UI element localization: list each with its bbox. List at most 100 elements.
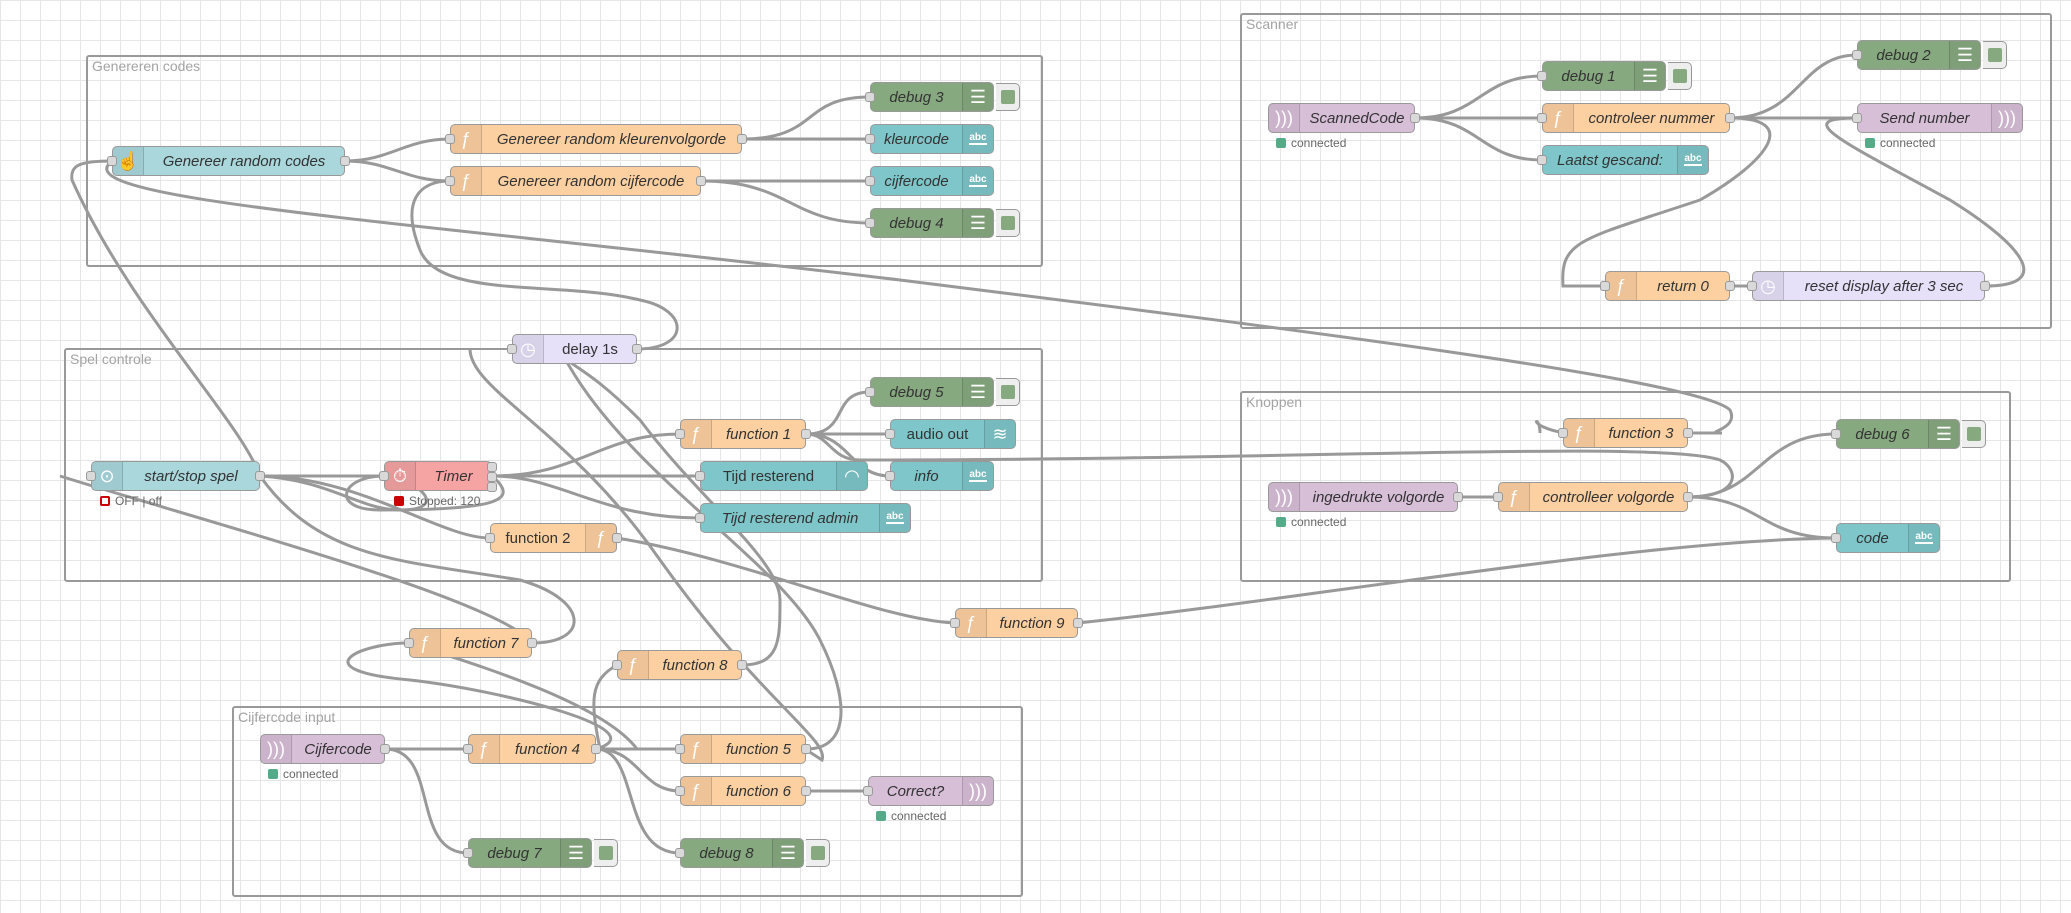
debug-toggle-button[interactable] [996,378,1020,406]
output-port[interactable] [737,660,747,670]
input-port[interactable] [404,638,414,648]
debug-toggle-button[interactable] [594,839,618,867]
input-port[interactable] [675,744,685,754]
input-port[interactable] [107,156,117,166]
debug-toggle-button[interactable] [996,83,1020,111]
ui-text-cijfercode[interactable]: cijfercode abc [865,166,994,196]
function-controlleer-volgorde[interactable]: ƒ controlleer volgorde [1493,482,1693,512]
input-port[interactable] [612,660,622,670]
input-port[interactable] [1537,71,1547,81]
input-port[interactable] [1831,533,1841,543]
input-port[interactable] [485,533,495,543]
output-port[interactable] [801,786,811,796]
function-1[interactable]: ƒ function 1 [675,419,811,449]
input-port[interactable] [675,429,685,439]
output-port[interactable] [1453,492,1463,502]
input-port[interactable] [865,218,875,228]
function-3[interactable]: ƒ function 3 [1558,418,1693,448]
output-port[interactable] [1725,113,1735,123]
ui-text-laatst-gescand[interactable]: Laatst gescand: abc [1537,145,1709,175]
group-cijfercode-input[interactable]: Cijfercode input [232,706,1023,897]
delay-1s[interactable]: ◷ delay 1s [507,334,642,364]
input-port[interactable] [379,471,389,481]
output-port[interactable] [737,134,747,144]
debug-toggle-button[interactable] [806,839,830,867]
debug-3[interactable]: debug 3 ☰ [865,82,1020,112]
input-port[interactable] [1831,429,1841,439]
mqtt-in-scannedcode[interactable]: ))) ScannedCode [1268,103,1420,133]
debug-toggle-button[interactable] [1983,41,2007,69]
output-port[interactable] [1410,113,1420,123]
ui-audio-out[interactable]: audio out ≋ [885,419,1016,449]
output-port[interactable] [487,482,497,492]
ui-text-tijd-resterend-admin[interactable]: Tijd resterend admin abc [695,503,911,533]
ui-text-info[interactable]: info abc [885,461,994,491]
function-5[interactable]: ƒ function 5 [675,734,811,764]
input-port[interactable] [1537,113,1547,123]
input-port[interactable] [865,387,875,397]
input-port[interactable] [507,344,517,354]
debug-8[interactable]: debug 8 ☰ [675,838,830,868]
input-port[interactable] [695,513,705,523]
input-port[interactable] [885,471,895,481]
function-7[interactable]: ƒ function 7 [404,628,537,658]
output-port[interactable] [1073,618,1083,628]
output-port[interactable] [1980,281,1990,291]
input-port[interactable] [865,176,875,186]
output-port[interactable] [591,744,601,754]
inject-genereer-random-codes[interactable]: ☝ Genereer random codes [107,146,350,176]
input-port[interactable] [675,786,685,796]
input-port[interactable] [675,848,685,858]
output-port[interactable] [612,533,622,543]
input-port[interactable] [463,744,473,754]
output-port[interactable] [801,744,811,754]
ui-gauge-tijd-resterend[interactable]: Tijd resterend ◠ [695,461,868,491]
delay-reset-display[interactable]: ◷ reset display after 3 sec [1747,271,1990,301]
debug-toggle-button[interactable] [1668,62,1692,90]
function-genereer-random-kleurenvolgorde[interactable]: ƒ Genereer random kleurenvolgorde [445,124,747,154]
input-port[interactable] [86,471,96,481]
output-port[interactable] [1683,428,1693,438]
input-port[interactable] [463,848,473,858]
input-port[interactable] [445,134,455,144]
function-8[interactable]: ƒ function 8 [612,650,747,680]
output-port[interactable] [1683,492,1693,502]
group-knoppen[interactable]: Knoppen [1240,391,2011,582]
output-port[interactable] [255,471,265,481]
ui-text-code[interactable]: code abc [1831,523,1940,553]
debug-toggle-button[interactable] [996,209,1020,237]
debug-toggle-button[interactable] [1962,420,1986,448]
debug-1[interactable]: debug 1 ☰ [1537,61,1692,91]
output-port[interactable] [801,429,811,439]
timer-node[interactable]: ⏱ Timer [379,461,497,492]
mqtt-in-cijfercode[interactable]: ))) Cijfercode [260,734,390,764]
function-6[interactable]: ƒ function 6 [675,776,811,806]
output-port[interactable] [527,638,537,648]
ui-text-kleurcode[interactable]: kleurcode abc [865,124,994,154]
input-port[interactable] [885,429,895,439]
function-genereer-random-cijfercode[interactable]: ƒ Genereer random cijfercode [445,166,706,196]
mqtt-out-correct[interactable]: Correct? ))) [863,776,994,806]
function-4[interactable]: ƒ function 4 [463,734,601,764]
output-port[interactable] [632,344,642,354]
input-port[interactable] [1493,492,1503,502]
function-2[interactable]: function 2 ƒ [485,523,622,553]
input-port[interactable] [1537,155,1547,165]
input-port[interactable] [865,134,875,144]
input-port[interactable] [445,176,455,186]
output-port[interactable] [696,176,706,186]
input-port[interactable] [863,786,873,796]
debug-5[interactable]: debug 5 ☰ [865,377,1020,407]
function-return-0[interactable]: ƒ return 0 [1600,271,1735,301]
input-port[interactable] [1558,428,1568,438]
output-port[interactable] [487,472,497,482]
output-port[interactable] [1725,281,1735,291]
input-port[interactable] [865,92,875,102]
input-port[interactable] [950,618,960,628]
input-port[interactable] [1600,281,1610,291]
debug-7[interactable]: debug 7 ☰ [463,838,618,868]
output-port[interactable] [487,462,497,472]
input-port[interactable] [1852,50,1862,60]
function-controleer-nummer[interactable]: ƒ controleer nummer [1537,103,1735,133]
function-9[interactable]: ƒ function 9 [950,608,1083,638]
